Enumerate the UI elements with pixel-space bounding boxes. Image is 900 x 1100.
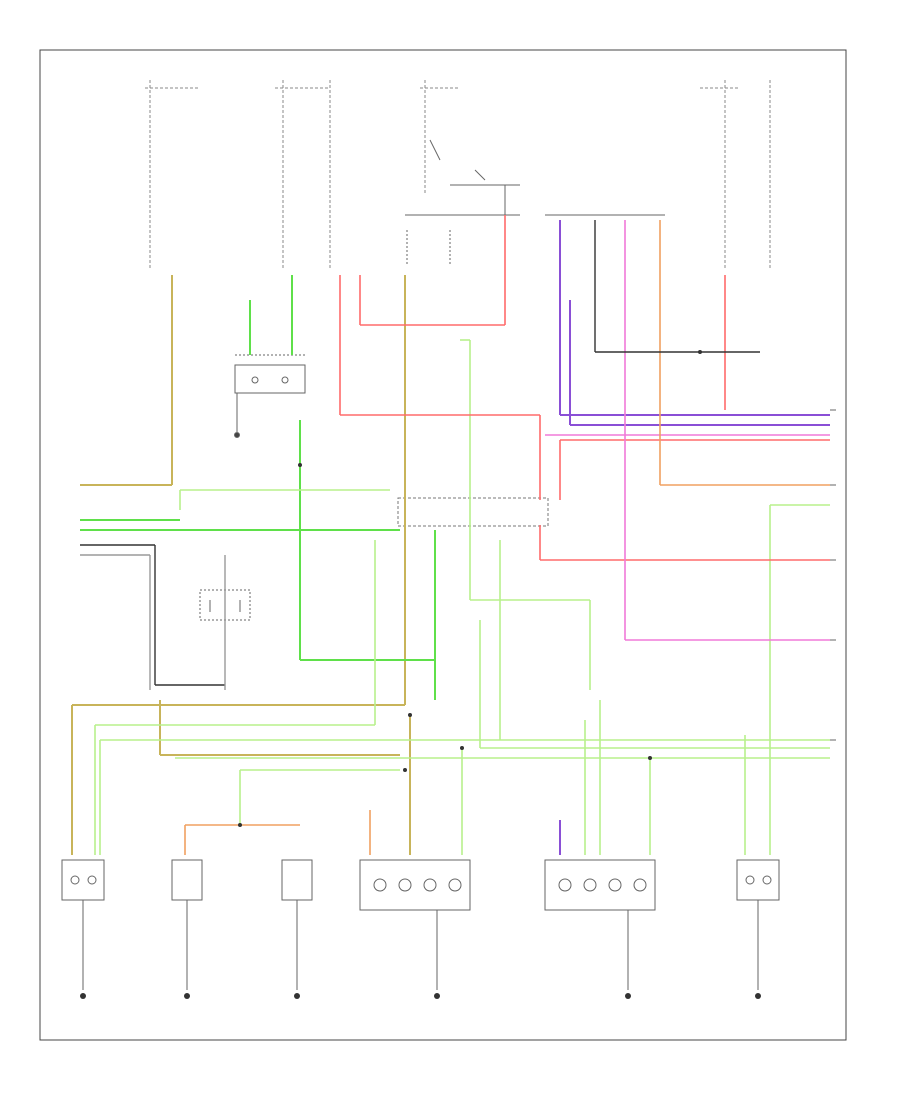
right-edge-connectors: [830, 409, 836, 741]
splice-points: [238, 350, 702, 827]
wire-red: [339, 215, 830, 561]
fuse-relay-box: [405, 139, 665, 265]
central-connector: [397, 497, 549, 527]
left-fog-lamp: [171, 859, 203, 990]
ground-icon: [184, 993, 190, 999]
wire-green: [80, 275, 436, 700]
wire-gray: [80, 554, 226, 690]
ground-icon: [294, 993, 300, 999]
ground-icon: [80, 993, 86, 999]
diagram-border: [39, 49, 847, 1041]
right-front-lamp: [736, 859, 780, 990]
wire-yellow: [71, 275, 411, 855]
ground-icon: [434, 993, 440, 999]
wire-violet: [559, 220, 830, 855]
headlamp-switch: [234, 354, 306, 438]
ground-icon: [755, 993, 761, 999]
ground-symbols: [80, 993, 761, 999]
power-feed-lines: [145, 80, 771, 270]
wire-light-green: [94, 339, 830, 855]
right-headlamp-assembly: [544, 859, 656, 990]
wire-black: [80, 220, 760, 686]
wire-pink: [545, 220, 830, 641]
right-fog-lamp: [281, 859, 313, 990]
wire-orange: [184, 220, 830, 855]
left-front-lamp: [61, 859, 105, 990]
left-headlamp-assembly: [359, 859, 471, 990]
ground-icon: [625, 993, 631, 999]
